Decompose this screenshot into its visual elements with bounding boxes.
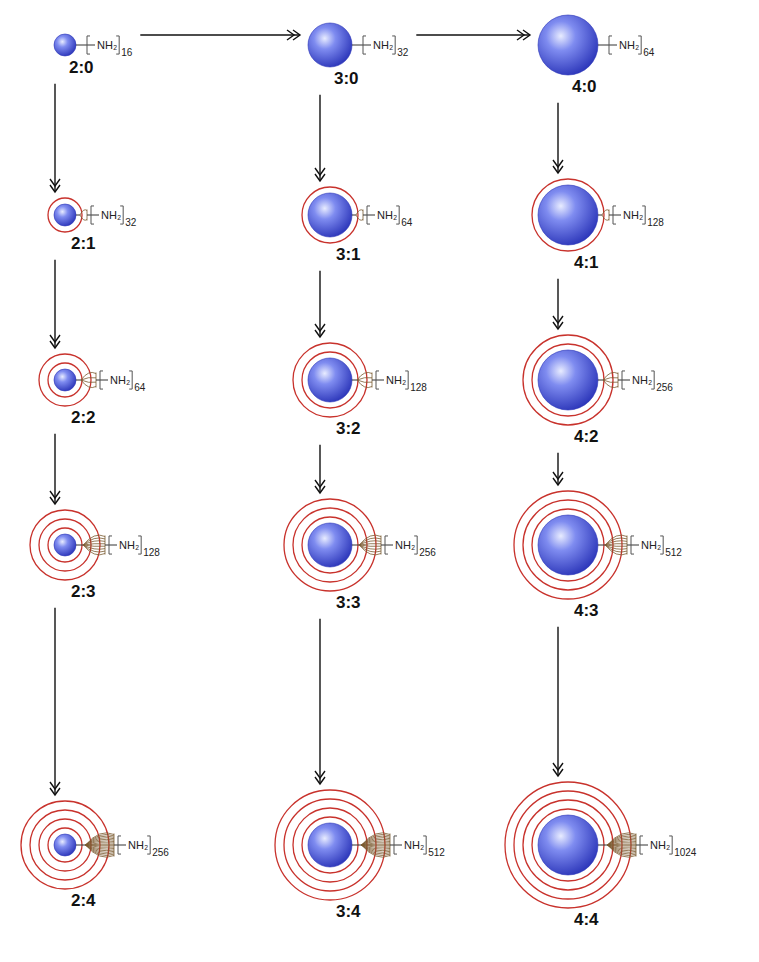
- generation-label: 4:3: [574, 602, 599, 621]
- group-count: 128: [143, 547, 160, 558]
- generation-label: 4:2: [574, 428, 599, 447]
- dendrimer-node: NH₂ 256 2:4: [19, 799, 171, 913]
- amine-group: NH₂: [641, 539, 661, 551]
- generation-label: 2:2: [71, 409, 96, 428]
- group-count: 256: [152, 847, 169, 858]
- generation-label: 4:0: [572, 78, 597, 97]
- amine-group: NH₂: [377, 209, 397, 221]
- reaction-arrow: [553, 453, 563, 485]
- group-count: 512: [665, 547, 682, 558]
- generation-label: 3:4: [336, 903, 361, 922]
- group-count: 64: [401, 217, 412, 228]
- amine-group: NH₂: [386, 374, 406, 386]
- reaction-arrow: [315, 619, 325, 784]
- generation-label: 3:1: [336, 246, 361, 265]
- amine-group: NH₂: [119, 539, 139, 551]
- dendrimer-node: NH₂ 32 2:1: [46, 196, 138, 256]
- reaction-arrow: [50, 260, 60, 348]
- amine-group: NH₂: [101, 209, 121, 221]
- reaction-arrow: [416, 30, 530, 40]
- amine-group: NH₂: [373, 39, 393, 51]
- generation-label: 3:0: [334, 70, 359, 89]
- amine-group: NH₂: [623, 209, 643, 221]
- group-count: 32: [397, 47, 408, 58]
- dendrimer-node: NH₂ 1024 4:4: [503, 780, 698, 932]
- amine-group: NH₂: [650, 839, 670, 851]
- generation-label: 2:4: [71, 892, 96, 911]
- amine-group: NH₂: [97, 39, 117, 51]
- generation-label: 2:0: [69, 59, 94, 78]
- reaction-arrow: [50, 84, 60, 192]
- reaction-arrow: [50, 608, 60, 795]
- group-count: 64: [643, 47, 654, 58]
- group-count: 128: [647, 217, 664, 228]
- generation-label: 2:3: [71, 583, 96, 602]
- group-count: 32: [125, 217, 136, 228]
- generation-label: 3:2: [336, 420, 361, 439]
- reaction-arrow: [315, 445, 325, 493]
- group-count: 256: [656, 382, 673, 393]
- group-count: 64: [134, 382, 145, 393]
- dendrimer-node: NH₂ 128 2:3: [28, 508, 162, 604]
- reaction-arrow: [553, 627, 563, 776]
- generation-label: 2:1: [71, 235, 96, 254]
- dendrimer-node: NH₂ 256 3:3: [282, 497, 438, 615]
- dendrimer-node: NH₂ 512 4:3: [512, 489, 684, 623]
- generation-label: 4:4: [574, 911, 599, 930]
- amine-group: NH₂: [128, 839, 148, 851]
- group-count: 512: [428, 847, 445, 858]
- dendrimer-node: NH₂ 64 3:1: [300, 185, 414, 267]
- dendrimer-node: NH₂ 64 2:2: [37, 352, 147, 430]
- reaction-arrow: [50, 434, 60, 504]
- dendrimer-node: NH₂ 512 3:4: [273, 788, 447, 924]
- amine-group: NH₂: [395, 539, 415, 551]
- dendrimer-node: NH₂ 16 2:0: [52, 32, 134, 80]
- dendrimer-node: NH₂ 256 4:2: [521, 333, 675, 449]
- dendrimer-node: NH₂ 128 3:2: [291, 341, 429, 441]
- amine-group: NH₂: [619, 39, 639, 51]
- generation-label: 3:3: [336, 594, 361, 613]
- amine-group: NH₂: [404, 839, 424, 851]
- dendrimer-node: NH₂ 128 4:1: [530, 177, 666, 275]
- group-count: 16: [121, 47, 132, 58]
- amine-group: NH₂: [110, 374, 130, 386]
- group-count: 1024: [674, 847, 696, 858]
- amine-group: NH₂: [632, 374, 652, 386]
- reaction-arrow: [315, 271, 325, 337]
- dendrimer-node: NH₂ 32 3:0: [306, 21, 410, 91]
- reaction-arrow: [553, 279, 563, 329]
- reaction-arrow: [315, 95, 325, 181]
- group-count: 128: [410, 382, 427, 393]
- dendrimer-node: NH₂ 64 4:0: [536, 13, 656, 99]
- generation-label: 4:1: [574, 254, 599, 273]
- dendrimer-figure: [503, 780, 698, 932]
- reaction-arrow: [140, 30, 300, 40]
- reaction-arrow: [553, 103, 563, 173]
- group-count: 256: [419, 547, 436, 558]
